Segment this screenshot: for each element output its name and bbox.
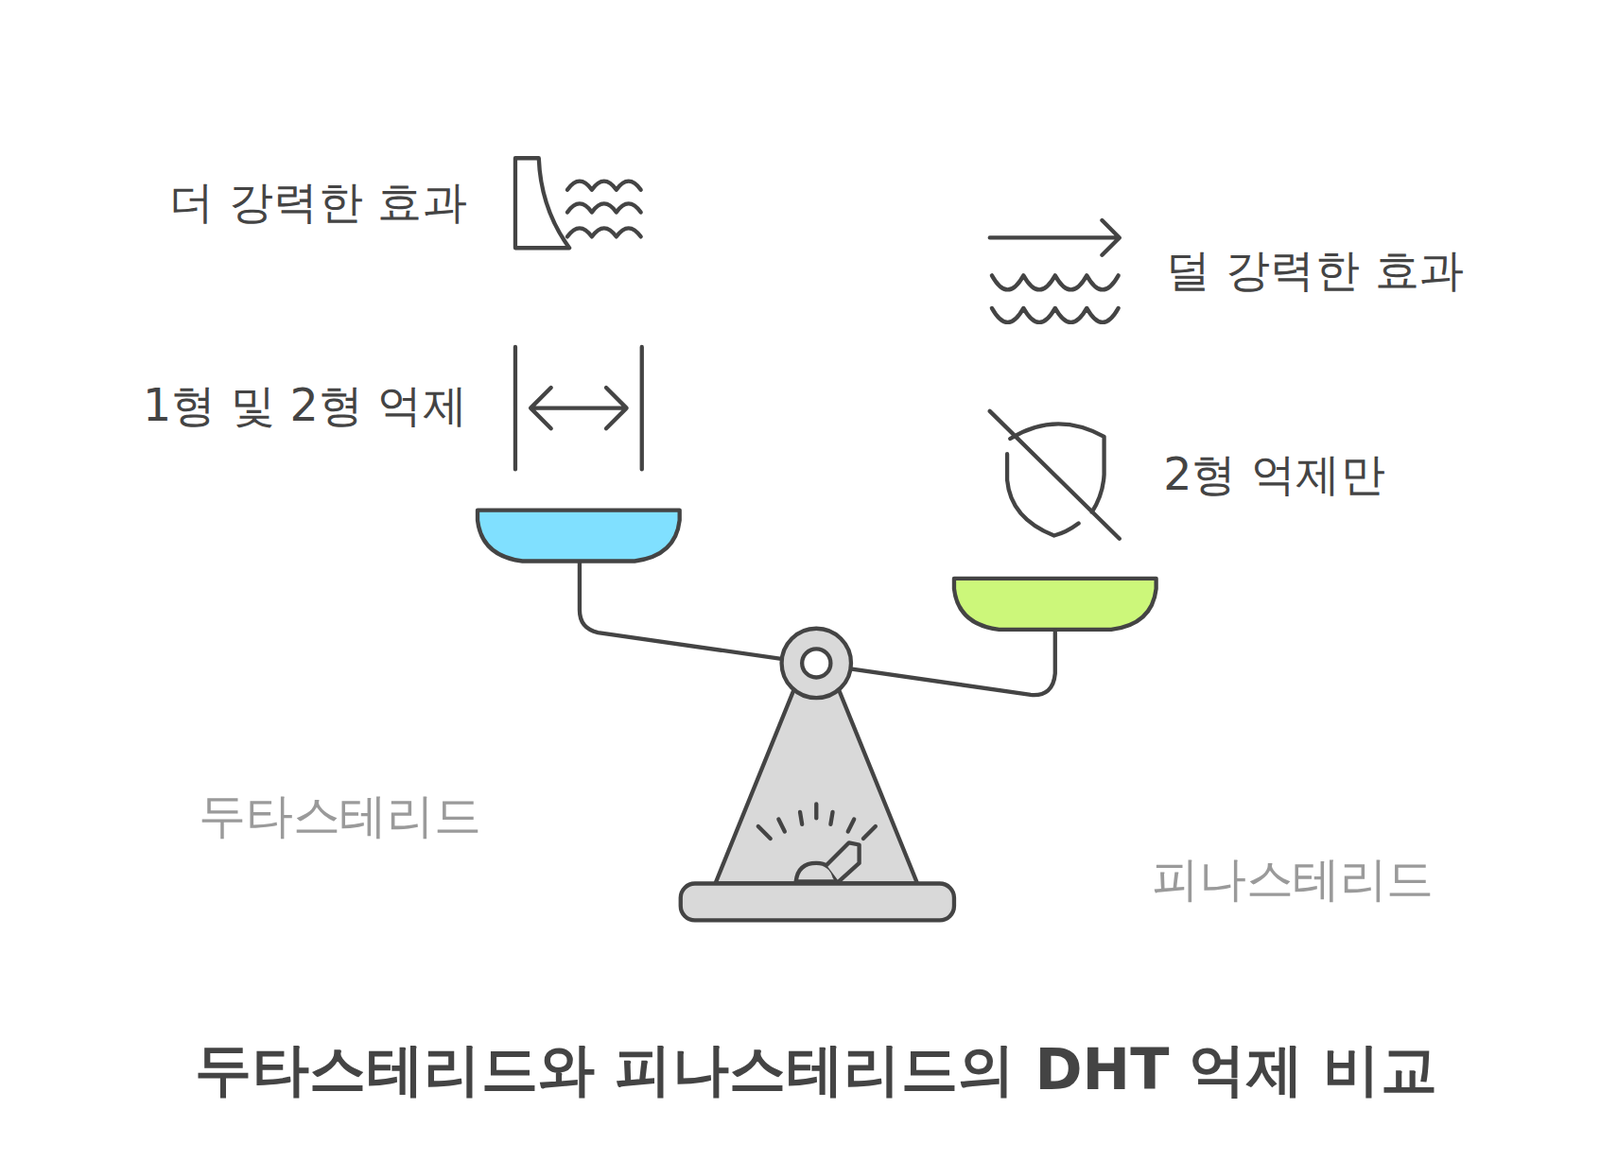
gauge-ticks xyxy=(758,803,876,839)
wave-stroke xyxy=(991,308,1119,323)
wave-icon xyxy=(567,181,642,238)
stand xyxy=(714,689,918,884)
wave-stroke xyxy=(567,203,642,212)
drug-name: 두타스테리드 xyxy=(198,790,481,843)
inhibition-label: 1형 및 2형 억제 xyxy=(142,381,468,431)
wave-icon xyxy=(991,275,1119,323)
effect-label: 더 강력한 효과 xyxy=(169,177,468,227)
dam-icon xyxy=(515,157,570,248)
wave-stroke xyxy=(991,275,1119,290)
effect-label: 덜 강력한 효과 xyxy=(1165,245,1464,296)
range-icon xyxy=(515,347,643,470)
pivot xyxy=(782,628,852,698)
base xyxy=(680,884,955,922)
drug-name: 피나스테리드 xyxy=(1151,853,1434,906)
inhibition-label: 2형 억제만 xyxy=(1163,450,1386,500)
left-pan xyxy=(477,510,680,562)
right-pan xyxy=(954,578,1157,630)
gauge-needle xyxy=(826,842,860,882)
pivot-hole xyxy=(801,648,831,678)
blocked-shield-icon xyxy=(990,411,1120,540)
arrow-icon xyxy=(990,220,1120,256)
wave-stroke xyxy=(567,227,642,237)
wave-stroke xyxy=(567,181,642,191)
title: 두타스테리드와 피나스테리드의 DHT 억제 비교 xyxy=(194,1038,1438,1101)
